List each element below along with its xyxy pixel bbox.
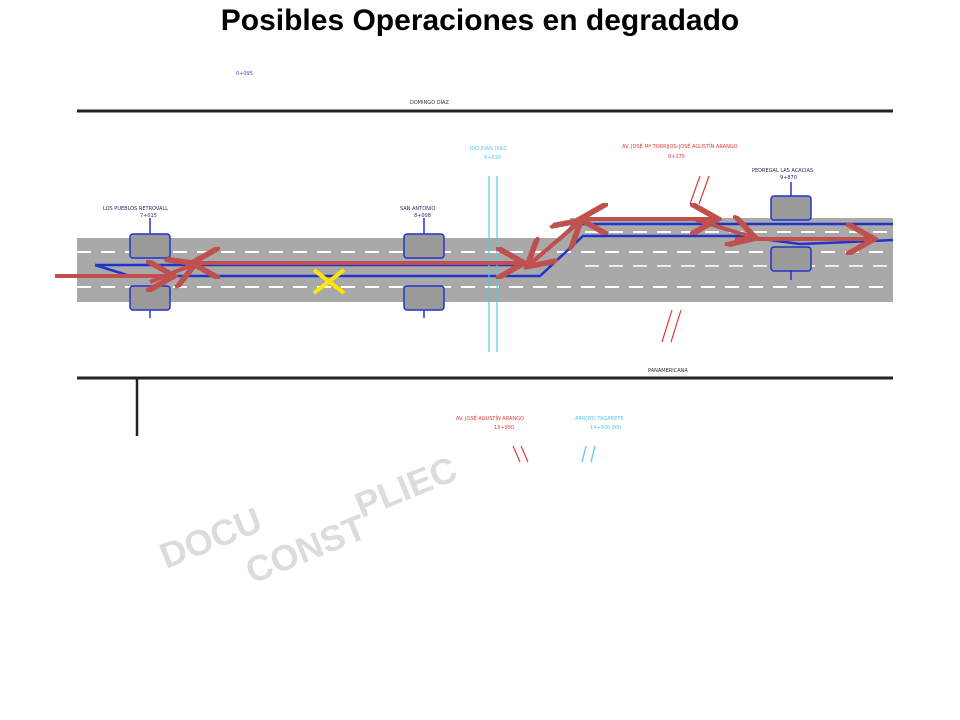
station-3: PEDREGAL LAS ACACIAS 9+870 [752,168,813,280]
station-3-pk: 9+870 [780,175,797,181]
top-pk-label: 0+095 [236,71,253,77]
crossing-1-pk: 8+610 [484,155,501,161]
crossing-4-pk: 14+000,000 [590,425,621,431]
station-2-name: SAN ANTONIO [400,206,435,212]
crossing-2-pk: 9+275 [668,154,685,160]
station-3-name: PEDREGAL LAS ACACIAS [752,168,813,174]
station-1: LOS PUEBLOS RETROVALL 7+015 [103,206,171,318]
route-arrow-diag-up-left [149,265,192,282]
crossing-2-name: AV. JOSÉ Mª TORRIJOS-JOSÉ AGUSTÍN ARANGO [622,142,738,150]
top-road-label: DOMINGO DÍAZ [410,99,449,106]
crossing-3-pk: 13+950 [494,425,514,431]
slide-title: Posibles Operaciones en degradado [220,4,740,37]
station-2: SAN ANTONIO 8+008 [400,206,445,318]
station-2-pk: 8+008 [414,213,431,219]
crossing-1-name: RÍO JUAN DÍAZ [470,145,507,152]
crossing-3-name: AV. JOSÉ AGUSTÍN ARANGO [456,414,524,422]
crossing-2: AV. JOSÉ Mª TORRIJOS-JOSÉ AGUSTÍN ARANGO… [622,142,738,343]
crossing-4: ARROYO TAGARETE 14+000,000 [575,416,623,463]
rail-corridor-lower-right [577,240,893,302]
route-arrow-ramp-down [530,221,580,264]
crossing-3: AV. JOSÉ AGUSTÍN ARANGO 13+950 [456,414,529,463]
crossing-4-name: ARROYO TAGARETE [575,416,623,422]
degraded-route [55,219,870,282]
watermark: DOCU CONST PLIEC [154,448,463,591]
watermark-word-3: PLIEC [349,448,463,526]
bottom-road-label: PANAMERICANA [648,368,688,374]
station-1-pk: 7+015 [140,213,157,219]
station-1-name: LOS PUEBLOS RETROVALL [103,206,168,212]
fault-mark-icon [312,268,346,295]
route-arrow-crossover [695,220,752,237]
